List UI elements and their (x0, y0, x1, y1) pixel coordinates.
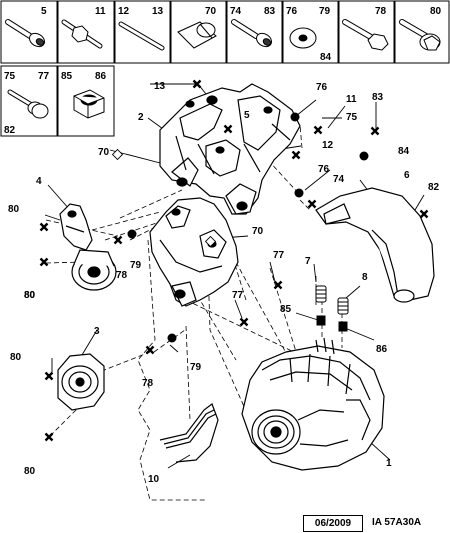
callout-label: 70 (98, 147, 110, 158)
box-label: 75 (4, 71, 16, 82)
hardware-grid (0, 0, 450, 137)
diagram-reference: IA 57A30A (372, 517, 422, 528)
callout-label: 78 (142, 378, 154, 389)
box-label: 85 (61, 71, 73, 82)
cap-screw-5-icon (5, 19, 45, 48)
hardware-box-labels: 5 11 12 13 70 74 83 76 79 84 78 80 75 77… (4, 6, 442, 136)
callout-labels: 13 76 11 75 83 2 5 12 84 70 76 74 6 4 82… (8, 81, 440, 485)
box-label: 83 (264, 6, 276, 17)
callout-label: 8 (362, 272, 368, 283)
callout-label: 80 (24, 466, 36, 477)
hardware-illustrations (5, 19, 441, 119)
studs-7-8 (315, 285, 349, 332)
stud-12-13-icon (118, 21, 165, 51)
box-label: 76 (286, 6, 298, 17)
box-label: 84 (320, 52, 332, 63)
washer-76-icon (289, 27, 317, 49)
callout-label: 4 (36, 176, 42, 187)
main-bracket-2 (159, 83, 301, 215)
callout-label: 80 (24, 290, 36, 301)
box-label: 80 (430, 6, 442, 17)
box-label: 82 (4, 125, 16, 136)
callout-label: 5 (244, 110, 250, 121)
diamond-markers (111, 148, 217, 248)
pulley-assembly-3 (57, 353, 105, 411)
box-label: 79 (319, 6, 331, 17)
dot-markers (127, 112, 369, 343)
callout-label: 77 (273, 250, 285, 261)
support-bracket-70 (149, 197, 239, 307)
screw-75-77-82-icon (7, 89, 49, 119)
callout-label: 77 (232, 290, 244, 301)
box-label: 12 (118, 6, 130, 17)
callout-label: 7 (305, 256, 311, 267)
callout-label: 12 (322, 140, 334, 151)
callout-label: 6 (404, 170, 410, 181)
callout-label: 13 (154, 81, 166, 92)
callout-label: 85 (280, 304, 292, 315)
box-label: 74 (230, 6, 242, 17)
tensioner-roller (71, 249, 117, 291)
flange-bolt-80-icon (399, 19, 441, 51)
callout-label: 2 (138, 112, 144, 123)
heat-shield-6 (315, 187, 435, 303)
callout-label: 70 (252, 226, 264, 237)
box-label: 78 (375, 6, 387, 17)
callout-label: 11 (346, 94, 357, 105)
stud-11-icon (61, 19, 103, 49)
callout-label: 75 (346, 112, 358, 123)
tensioner-bracket-4 (59, 203, 93, 251)
box-label: 13 (152, 6, 164, 17)
box-label: 86 (95, 71, 107, 82)
callout-label: 79 (130, 260, 142, 271)
box-label: 70 (205, 6, 217, 17)
callout-label: 80 (8, 204, 20, 215)
callout-label: 86 (376, 344, 388, 355)
box-label: 77 (38, 71, 50, 82)
callout-label: 1 (386, 458, 392, 469)
callout-label: 74 (333, 174, 345, 185)
alternator-1 (241, 337, 385, 471)
callout-label: 80 (24, 290, 36, 301)
callout-label: 76 (316, 82, 328, 93)
callout-label: 83 (372, 92, 384, 103)
hex-nut-85-86-icon (73, 89, 105, 119)
box-label: 5 (41, 6, 47, 17)
sleeve-70-icon (177, 21, 217, 49)
callout-label: 3 (94, 326, 100, 337)
box-label: 11 (95, 6, 106, 17)
callout-label: 82 (428, 182, 440, 193)
callout-label: 84 (398, 146, 410, 157)
callout-label: 78 (116, 270, 128, 281)
cap-screw-74-icon (231, 19, 272, 48)
callout-label: 10 (148, 474, 160, 485)
callout-label: 80 (10, 352, 22, 363)
drive-belt-10 (159, 403, 219, 463)
callout-label: 79 (190, 362, 202, 373)
callout-label: 76 (318, 164, 330, 175)
revision-date: 06/2009 (303, 515, 363, 532)
bolt-78-icon (342, 19, 389, 51)
